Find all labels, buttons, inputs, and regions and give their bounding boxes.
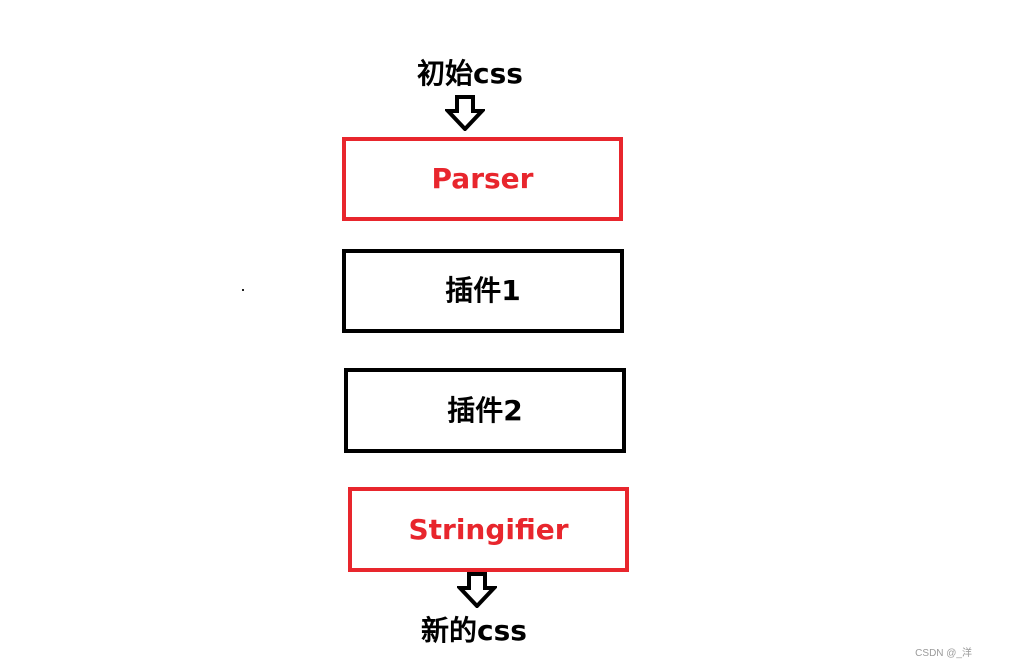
step-label: Parser — [431, 162, 534, 195]
step-label: 插件1 — [445, 274, 521, 307]
watermark: CSDN @_洋 — [915, 648, 972, 659]
step-label: Stringifier — [408, 512, 569, 546]
output-label: 新的css — [421, 614, 527, 647]
step-parser: Parser — [342, 137, 623, 221]
step-plugin-2: 插件2 — [344, 368, 626, 453]
input-label: 初始css — [417, 57, 523, 90]
step-stringifier: Stringifier — [348, 487, 629, 572]
down-arrow-icon — [445, 95, 485, 131]
step-label: 插件2 — [447, 393, 523, 427]
stray-dot — [242, 289, 244, 291]
step-plugin-1: 插件1 — [342, 249, 624, 333]
down-arrow-icon — [457, 572, 497, 608]
